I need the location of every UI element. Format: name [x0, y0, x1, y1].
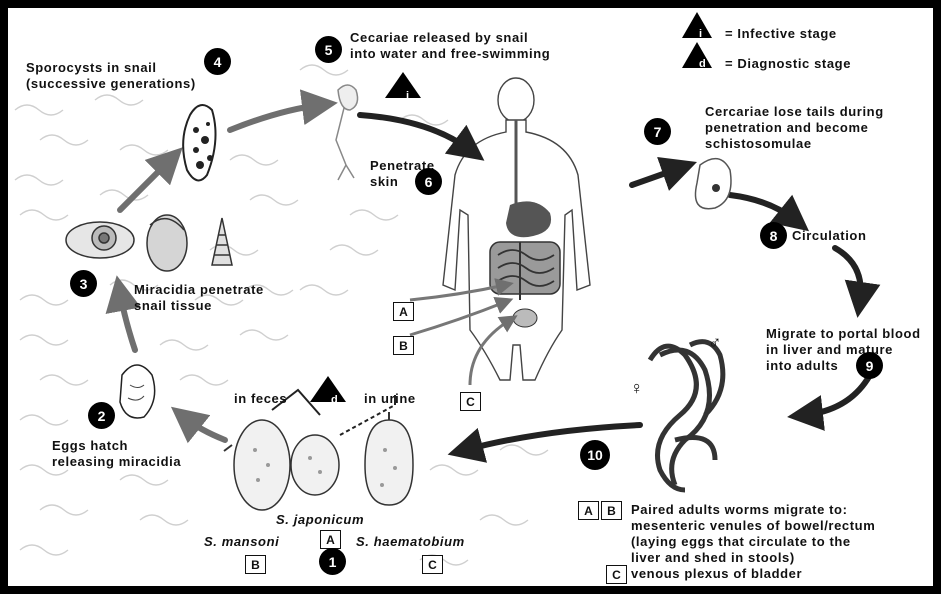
- footnote-line1: Paired adults worms migrate to:: [631, 502, 848, 518]
- egg-box-a: A: [320, 530, 341, 549]
- step6-line2: skin: [370, 174, 398, 190]
- step6-badge: 6: [415, 168, 442, 195]
- step7-badge: 7: [644, 118, 671, 145]
- step2-line2: releasing miracidia: [52, 454, 181, 470]
- body-box-c: C: [460, 392, 481, 411]
- step2-badge: 2: [88, 402, 115, 429]
- female-symbol: ♀: [630, 380, 644, 396]
- step5-line1: Cecariae released by snail: [350, 30, 528, 46]
- footnote-box-a: A: [578, 501, 599, 520]
- step4-badge: 4: [204, 48, 231, 75]
- step3-badge: 3: [70, 270, 97, 297]
- step5-line2: into water and free-swimming: [350, 46, 550, 62]
- adult-worms: [650, 342, 723, 490]
- s-haematobium-label: S. haematobium: [356, 534, 465, 550]
- egg-box-c: C: [422, 555, 443, 574]
- egg-box-b: B: [245, 555, 266, 574]
- eggs-illustration: [224, 412, 413, 510]
- legend-diagnostic-label: = Diagnostic stage: [725, 56, 851, 72]
- s-mansoni-label: S. mansoni: [204, 534, 279, 550]
- diagnostic-marker-eggs: d: [331, 392, 338, 408]
- step10-badge: 10: [580, 440, 610, 470]
- legend-diagnostic-marker: d: [699, 56, 706, 72]
- body-box-a: A: [393, 302, 414, 321]
- step8-label: Circulation: [792, 228, 867, 244]
- cercaria: [336, 85, 358, 180]
- step9-line1: Migrate to portal blood: [766, 326, 921, 342]
- step5-infective-marker: i: [406, 88, 410, 104]
- body-box-b: B: [393, 336, 414, 355]
- footnote-line2: mesenteric venules of bowel/rectum: [631, 518, 875, 534]
- step7-line2: penetration and become: [705, 120, 868, 136]
- footnote-box-c: C: [606, 565, 627, 584]
- step7-line3: schistosomulae: [705, 136, 812, 152]
- sporocyst: [183, 105, 215, 180]
- step9-badge: 9: [856, 352, 883, 379]
- footnote-box-b: B: [601, 501, 622, 520]
- footnote-line4: liver and shed in stools): [631, 550, 795, 566]
- step3-line1: Miracidia penetrate: [134, 282, 264, 298]
- in-urine-label: in urine: [364, 391, 416, 407]
- step4-line1: Sporocysts in snail: [26, 60, 157, 76]
- step3-line2: snail tissue: [134, 298, 212, 314]
- s-japonicum-label: S. japonicum: [276, 512, 364, 528]
- step7-line1: Cercariae lose tails during: [705, 104, 884, 120]
- step9-line3: into adults: [766, 358, 838, 374]
- legend-infective-label: = Infective stage: [725, 26, 837, 42]
- diagram-panel: i = Infective stage d = Diagnostic stage…: [8, 8, 933, 586]
- miracidium: [120, 365, 155, 418]
- in-feces-label: in feces: [234, 391, 287, 407]
- step1-badge: 1: [319, 548, 346, 575]
- snails: [66, 215, 232, 271]
- legend-infective-marker: i: [699, 26, 703, 42]
- schistosomula: [695, 159, 731, 209]
- footnote-line5: venous plexus of bladder: [631, 566, 802, 582]
- footnote-line3: (laying eggs that circulate to the: [631, 534, 851, 550]
- step4-line2: (successive generations): [26, 76, 196, 92]
- step5-badge: 5: [315, 36, 342, 63]
- step8-badge: 8: [760, 222, 787, 249]
- step2-line1: Eggs hatch: [52, 438, 128, 454]
- male-symbol: ♂: [708, 334, 722, 350]
